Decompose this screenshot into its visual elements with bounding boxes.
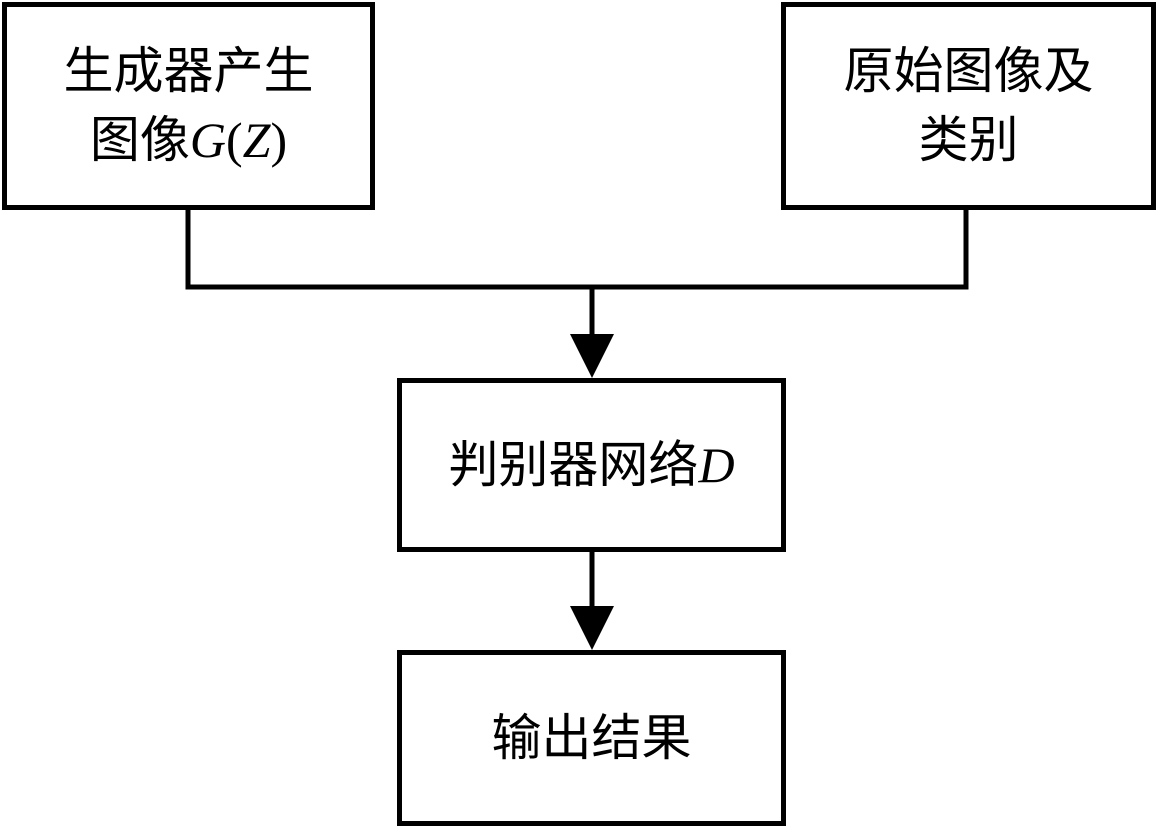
generator-open-paren: ( bbox=[225, 112, 243, 168]
generator-arg: Z bbox=[242, 112, 271, 168]
edge-original-to-merge bbox=[592, 210, 969, 290]
generator-line2-prefix: 图像 bbox=[89, 111, 190, 169]
arrowhead-discriminator-icon bbox=[570, 334, 614, 378]
output-node: 输出结果 bbox=[397, 650, 786, 826]
discriminator-label: 判别器网络 bbox=[448, 435, 699, 494]
discriminator-label-line: 判别器网络D bbox=[448, 431, 734, 500]
generator-var: G bbox=[189, 112, 226, 168]
generator-close-paren: ) bbox=[270, 112, 288, 168]
original-line2: 类别 bbox=[918, 111, 1019, 169]
output-label: 输出结果 bbox=[491, 708, 692, 767]
discriminator-node: 判别器网络D bbox=[397, 378, 786, 552]
generator-line2: 图像G(Z) bbox=[64, 106, 314, 175]
arrowhead-output-icon bbox=[570, 606, 614, 650]
original-node: 原始图像及 类别 bbox=[781, 2, 1156, 210]
edge-generator-to-merge bbox=[185, 210, 592, 290]
original-line1: 原始图像及 bbox=[843, 42, 1094, 100]
generator-node: 生成器产生 图像G(Z) bbox=[2, 2, 375, 210]
discriminator-var: D bbox=[698, 436, 735, 493]
generator-line1: 生成器产生 bbox=[63, 42, 314, 100]
